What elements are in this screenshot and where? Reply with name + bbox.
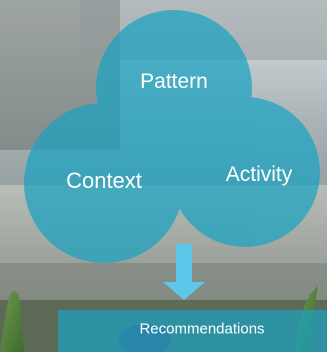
plant-leaf-left <box>0 291 24 352</box>
wall-shadow <box>0 263 327 305</box>
activity-label: Activity <box>225 163 293 186</box>
down-arrow-icon <box>163 244 205 300</box>
circle-context <box>24 103 184 263</box>
circle-activity <box>170 97 320 247</box>
recommendations-label: Recommendations <box>139 320 265 338</box>
context-label: Context <box>66 168 142 193</box>
recommendations-box <box>58 310 327 352</box>
pattern-label: Pattern <box>140 70 208 93</box>
